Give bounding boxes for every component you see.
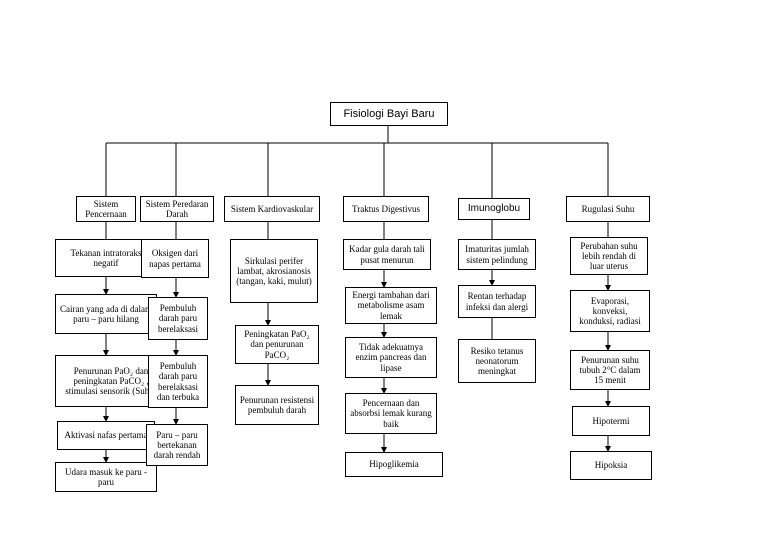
node-suhu-3: Penurunan suhu tubuh 2°C dalam 15 menit (570, 350, 650, 390)
node-suhu-2: Evaporasi, konveksi, konduksi, radiasi (570, 290, 650, 332)
node-peredaran-4: Paru – paru bertekanan darah rendah (146, 424, 208, 466)
node-peredaran-1: Oksigen dari napas pertama (141, 239, 209, 278)
node-peredaran-2: Pembuluh darah paru berelaksasi (148, 297, 208, 340)
node-pencernaan-5: Udara masuk ke paru - paru (55, 462, 157, 492)
node-imuno-2: Rentan terhadap infeksi dan alergi (458, 285, 536, 318)
node-digestivus-2: Energi tambahan dari metabolisme asam le… (345, 287, 437, 324)
root-node: Fisiologi Bayi Baru (330, 102, 448, 126)
node-peredaran-3: Pembuluh darah paru berelaksasi dan terb… (148, 355, 208, 408)
node-imuno-1: Imaturitas jumlah sistem pelindung (458, 239, 536, 270)
node-imuno-3: Resiko tetanus neonatorum meningkat (458, 339, 536, 383)
header-rugulasi-suhu: Rugulasi Suhu (566, 196, 650, 222)
header-sistem-kardiovaskular: Sistem Kardiovaskular (224, 196, 320, 222)
node-suhu-4: Hipotermi (572, 406, 650, 436)
node-digestivus-5: Hipoglikemia (345, 452, 443, 477)
node-kardio-1: Sirkulasi perifer lambat, akrosianosis (… (230, 239, 318, 303)
node-pencernaan-2: Cairan yang ada di dalam paru – paru hil… (55, 294, 157, 334)
node-digestivus-1: Kadar gula darah tali pusat menurun (343, 239, 431, 270)
header-sistem-pencernaan: Sistem Pencernaan (76, 196, 136, 222)
node-digestivus-3: Tidak adekuatnya enzim pancreas dan lipa… (345, 337, 437, 378)
header-sistem-peredaran-darah: Sistem Peredaran Darah (140, 196, 214, 222)
node-pencernaan-1: Tekanan intratoraks negatif (55, 239, 157, 277)
node-pencernaan-4: Aktivasi nafas pertama (57, 421, 155, 450)
node-kardio-3: Penurunan resistensi pembuluh darah (235, 385, 319, 425)
node-kardio-2: Peningkatan PaO₂ dan penurunan PaCO₂ (235, 325, 319, 364)
header-traktus-digestivus: Traktus Digestivus (343, 196, 429, 222)
node-suhu-5: Hipoksia (570, 451, 652, 480)
node-digestivus-4: Pencernaan dan absorbsi lemak kurang bai… (345, 393, 437, 434)
header-imunoglobulin: Imunoglobu (458, 198, 530, 220)
node-suhu-1: Perubahan suhu lebih rendah di luar uter… (570, 237, 648, 275)
